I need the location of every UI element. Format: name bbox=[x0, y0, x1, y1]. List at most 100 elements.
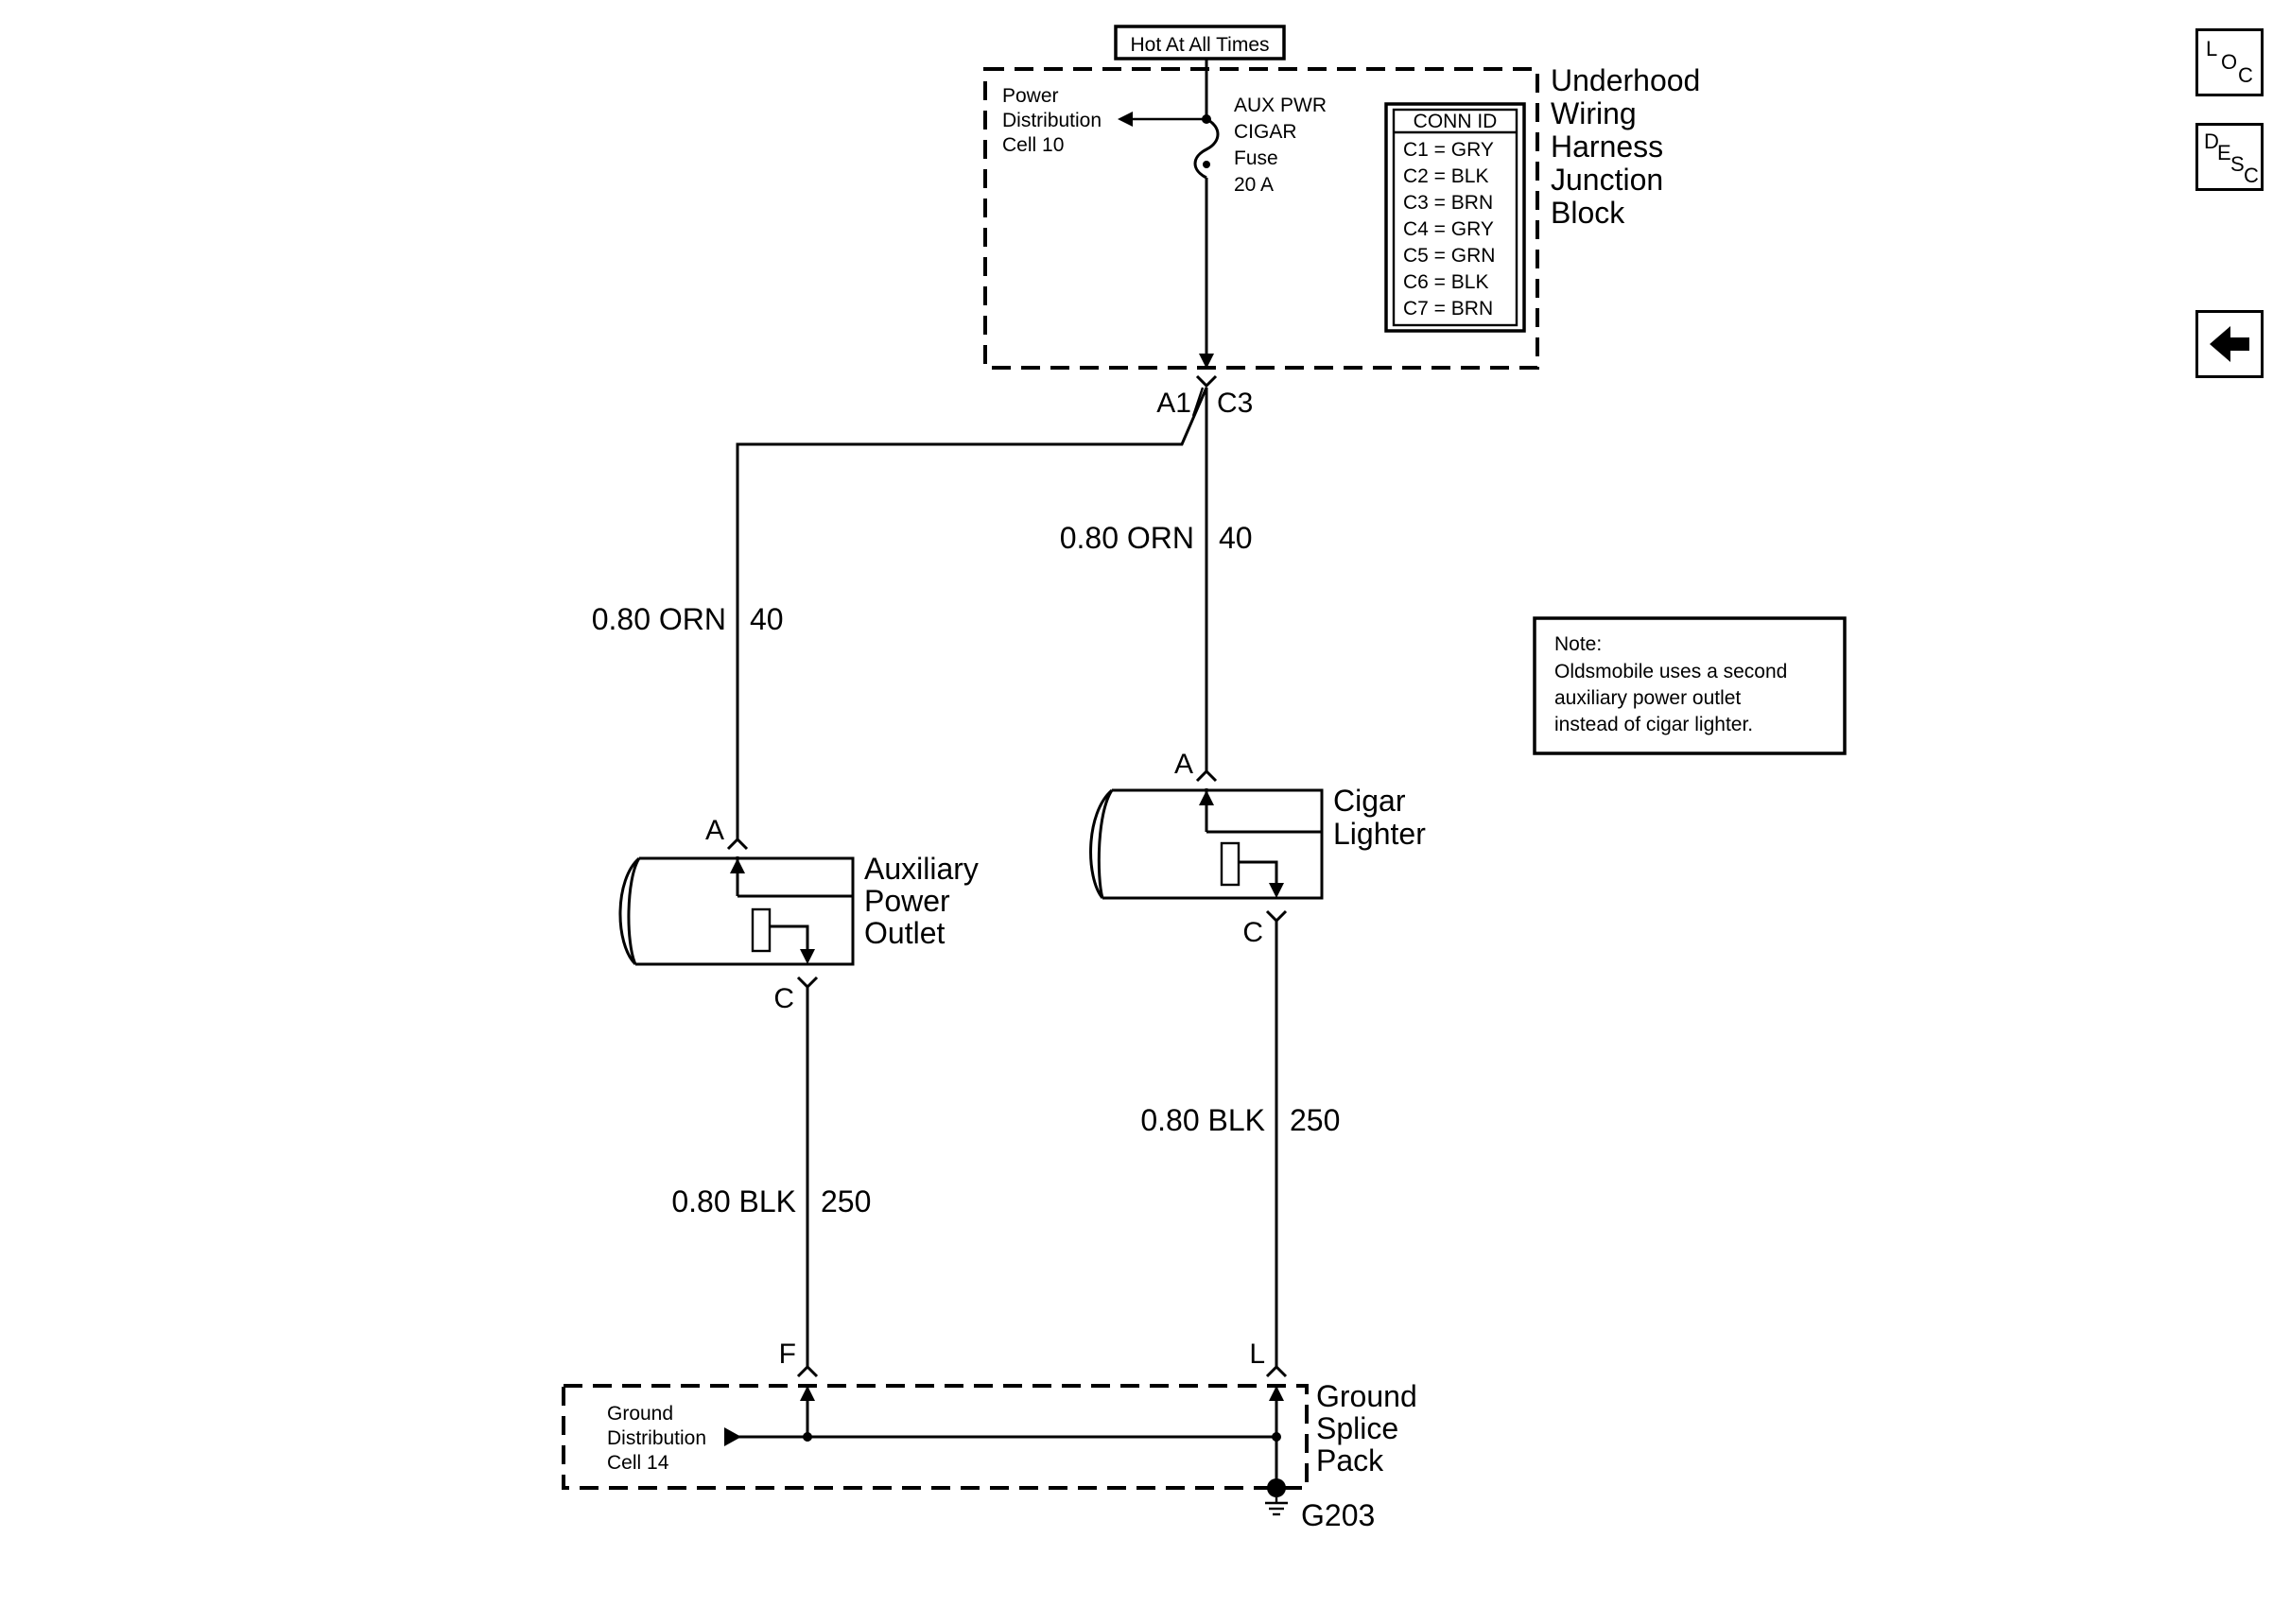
wire-orn-40-left bbox=[736, 387, 1208, 839]
splice-dot bbox=[1272, 1432, 1281, 1442]
splice-pack-title-line: Ground bbox=[1316, 1379, 1417, 1413]
loc-letter: C bbox=[2238, 63, 2253, 87]
down-arrow-icon bbox=[800, 949, 815, 964]
connector-a1-c3: A1 C3 bbox=[1156, 374, 1253, 419]
splice-pack-title-line: Splice bbox=[1316, 1411, 1398, 1445]
conn-id-row: C6 = BLK bbox=[1403, 271, 1488, 293]
conn-id-row: C4 = GRY bbox=[1403, 218, 1494, 240]
desc-letter: D bbox=[2204, 130, 2219, 153]
fuse-label-line: CIGAR bbox=[1234, 121, 1297, 143]
component-end-cap-inner bbox=[627, 857, 641, 965]
connector-male-icon bbox=[1265, 1364, 1288, 1378]
fuse-label-line: Fuse bbox=[1234, 147, 1278, 169]
desc-letter: S bbox=[2230, 152, 2245, 176]
banner-text: Hot At All Times bbox=[1130, 34, 1269, 56]
ground-point-icon bbox=[1267, 1478, 1286, 1497]
splice-pack-title-line: Pack bbox=[1316, 1443, 1384, 1477]
connector-male-icon bbox=[796, 1364, 819, 1378]
connector-female-icon bbox=[796, 976, 819, 990]
internal-wire bbox=[1239, 860, 1278, 892]
fuse-terminal-dot bbox=[1203, 161, 1210, 168]
block-title-line: Junction bbox=[1551, 163, 1663, 197]
wire-label-left-ground: 0.80 BLK bbox=[671, 1184, 796, 1218]
note-line: Oldsmobile uses a second bbox=[1554, 661, 1787, 682]
power-ref-arrow-icon bbox=[1118, 112, 1133, 127]
ground-splice-pack: F L Ground Distribution Cell 14 Ground S… bbox=[562, 1339, 1417, 1532]
component-label-line: Outlet bbox=[864, 916, 945, 950]
connector-female-icon bbox=[1195, 374, 1218, 389]
conn-id-table bbox=[1384, 102, 1526, 333]
auxiliary-power-outlet: A Auxiliary Power Outlet C bbox=[618, 815, 979, 1014]
component-label-line: Auxiliary bbox=[864, 852, 979, 886]
block-title-line: Underhood bbox=[1551, 63, 1700, 97]
splice-pack-outline bbox=[562, 1384, 1309, 1490]
block-title-line: Wiring bbox=[1551, 96, 1637, 130]
ground-ref-line: Ground bbox=[607, 1403, 673, 1425]
pin-label-c: C bbox=[1242, 917, 1263, 948]
up-arrow-icon bbox=[800, 1386, 815, 1401]
block-title-line: Block bbox=[1551, 196, 1625, 230]
conn-id-row: C7 = BRN bbox=[1403, 298, 1493, 320]
wire-circuit-left-ground: 250 bbox=[821, 1184, 871, 1218]
ground-ref-arrow-icon bbox=[724, 1427, 741, 1446]
underhood-junction-block: Hot At All Times Underhood Wiring Harnes… bbox=[983, 25, 1700, 370]
down-arrow-icon bbox=[1269, 883, 1284, 898]
component-end-cap bbox=[1089, 788, 1114, 899]
up-arrow-icon bbox=[730, 858, 745, 873]
pin-label-c3: C3 bbox=[1217, 388, 1253, 419]
loc-letter: L bbox=[2206, 37, 2218, 60]
conn-id-row: C5 = GRN bbox=[1403, 245, 1495, 267]
ground-ref-line: Cell 14 bbox=[607, 1452, 669, 1474]
fuse-output-arrow-icon bbox=[1199, 354, 1214, 369]
component-end-cap bbox=[618, 856, 641, 966]
hot-at-all-times-banner bbox=[1114, 25, 1286, 60]
heating-element-icon bbox=[1220, 841, 1241, 887]
desc-button[interactable]: D E S C bbox=[2195, 123, 2264, 191]
left-arrow-icon bbox=[2210, 326, 2249, 362]
outlet-element-icon bbox=[751, 907, 772, 953]
component-end-cap-inner bbox=[1097, 789, 1114, 899]
component-label-line: Lighter bbox=[1333, 817, 1426, 851]
conn-id-row: C2 = BLK bbox=[1403, 165, 1488, 187]
splice-dot bbox=[803, 1432, 812, 1442]
pin-label-c: C bbox=[773, 983, 794, 1014]
block-title-line: Harness bbox=[1551, 130, 1663, 164]
conn-id-row: C1 = GRY bbox=[1403, 139, 1494, 161]
component-label-line: Cigar bbox=[1333, 784, 1406, 818]
power-ref-line: Cell 10 bbox=[1002, 134, 1064, 156]
note-box: Note: Oldsmobile uses a second auxiliary… bbox=[1533, 616, 1847, 755]
fuse-label-line: AUX PWR bbox=[1234, 95, 1327, 116]
power-ref-line: Distribution bbox=[1002, 110, 1102, 131]
loc-button[interactable]: L O C bbox=[2195, 28, 2264, 96]
component-body bbox=[1102, 788, 1324, 900]
back-button[interactable] bbox=[2195, 310, 2264, 378]
connector-male-icon bbox=[726, 837, 749, 851]
connector-female-icon bbox=[1265, 909, 1288, 924]
conn-id-inner bbox=[1392, 108, 1518, 327]
wire-label-right-ground: 0.80 BLK bbox=[1140, 1103, 1265, 1137]
pin-label-f: F bbox=[779, 1339, 796, 1370]
power-ref-line: Power bbox=[1002, 85, 1059, 107]
note-line: auxiliary power outlet bbox=[1554, 687, 1741, 709]
ground-ref-line: Distribution bbox=[607, 1427, 706, 1449]
wire-circuit-left-feed: 40 bbox=[750, 602, 784, 636]
loc-letter: O bbox=[2221, 50, 2238, 74]
conn-id-header: CONN ID bbox=[1414, 111, 1498, 132]
pin-label-a: A bbox=[1174, 749, 1193, 780]
pin-label-l: L bbox=[1249, 1339, 1265, 1370]
connector-male-icon bbox=[1195, 769, 1218, 783]
desc-letter: C bbox=[2244, 164, 2259, 187]
component-body bbox=[635, 856, 855, 966]
wire-circuit-right-ground: 250 bbox=[1290, 1103, 1340, 1137]
pin-label-a: A bbox=[705, 815, 724, 846]
wire-label-right-feed: 0.80 ORN bbox=[1060, 521, 1194, 555]
note-heading: Note: bbox=[1554, 633, 1602, 655]
fuse-icon bbox=[1193, 117, 1220, 180]
conn-id-row: C3 = BRN bbox=[1403, 192, 1493, 214]
ground-id: G203 bbox=[1301, 1498, 1375, 1532]
cigar-lighter: A Cigar Lighter C bbox=[1089, 749, 1426, 948]
wire-label-left-feed: 0.80 ORN bbox=[592, 602, 726, 636]
internal-wire bbox=[770, 924, 809, 959]
up-arrow-icon bbox=[1269, 1386, 1284, 1401]
